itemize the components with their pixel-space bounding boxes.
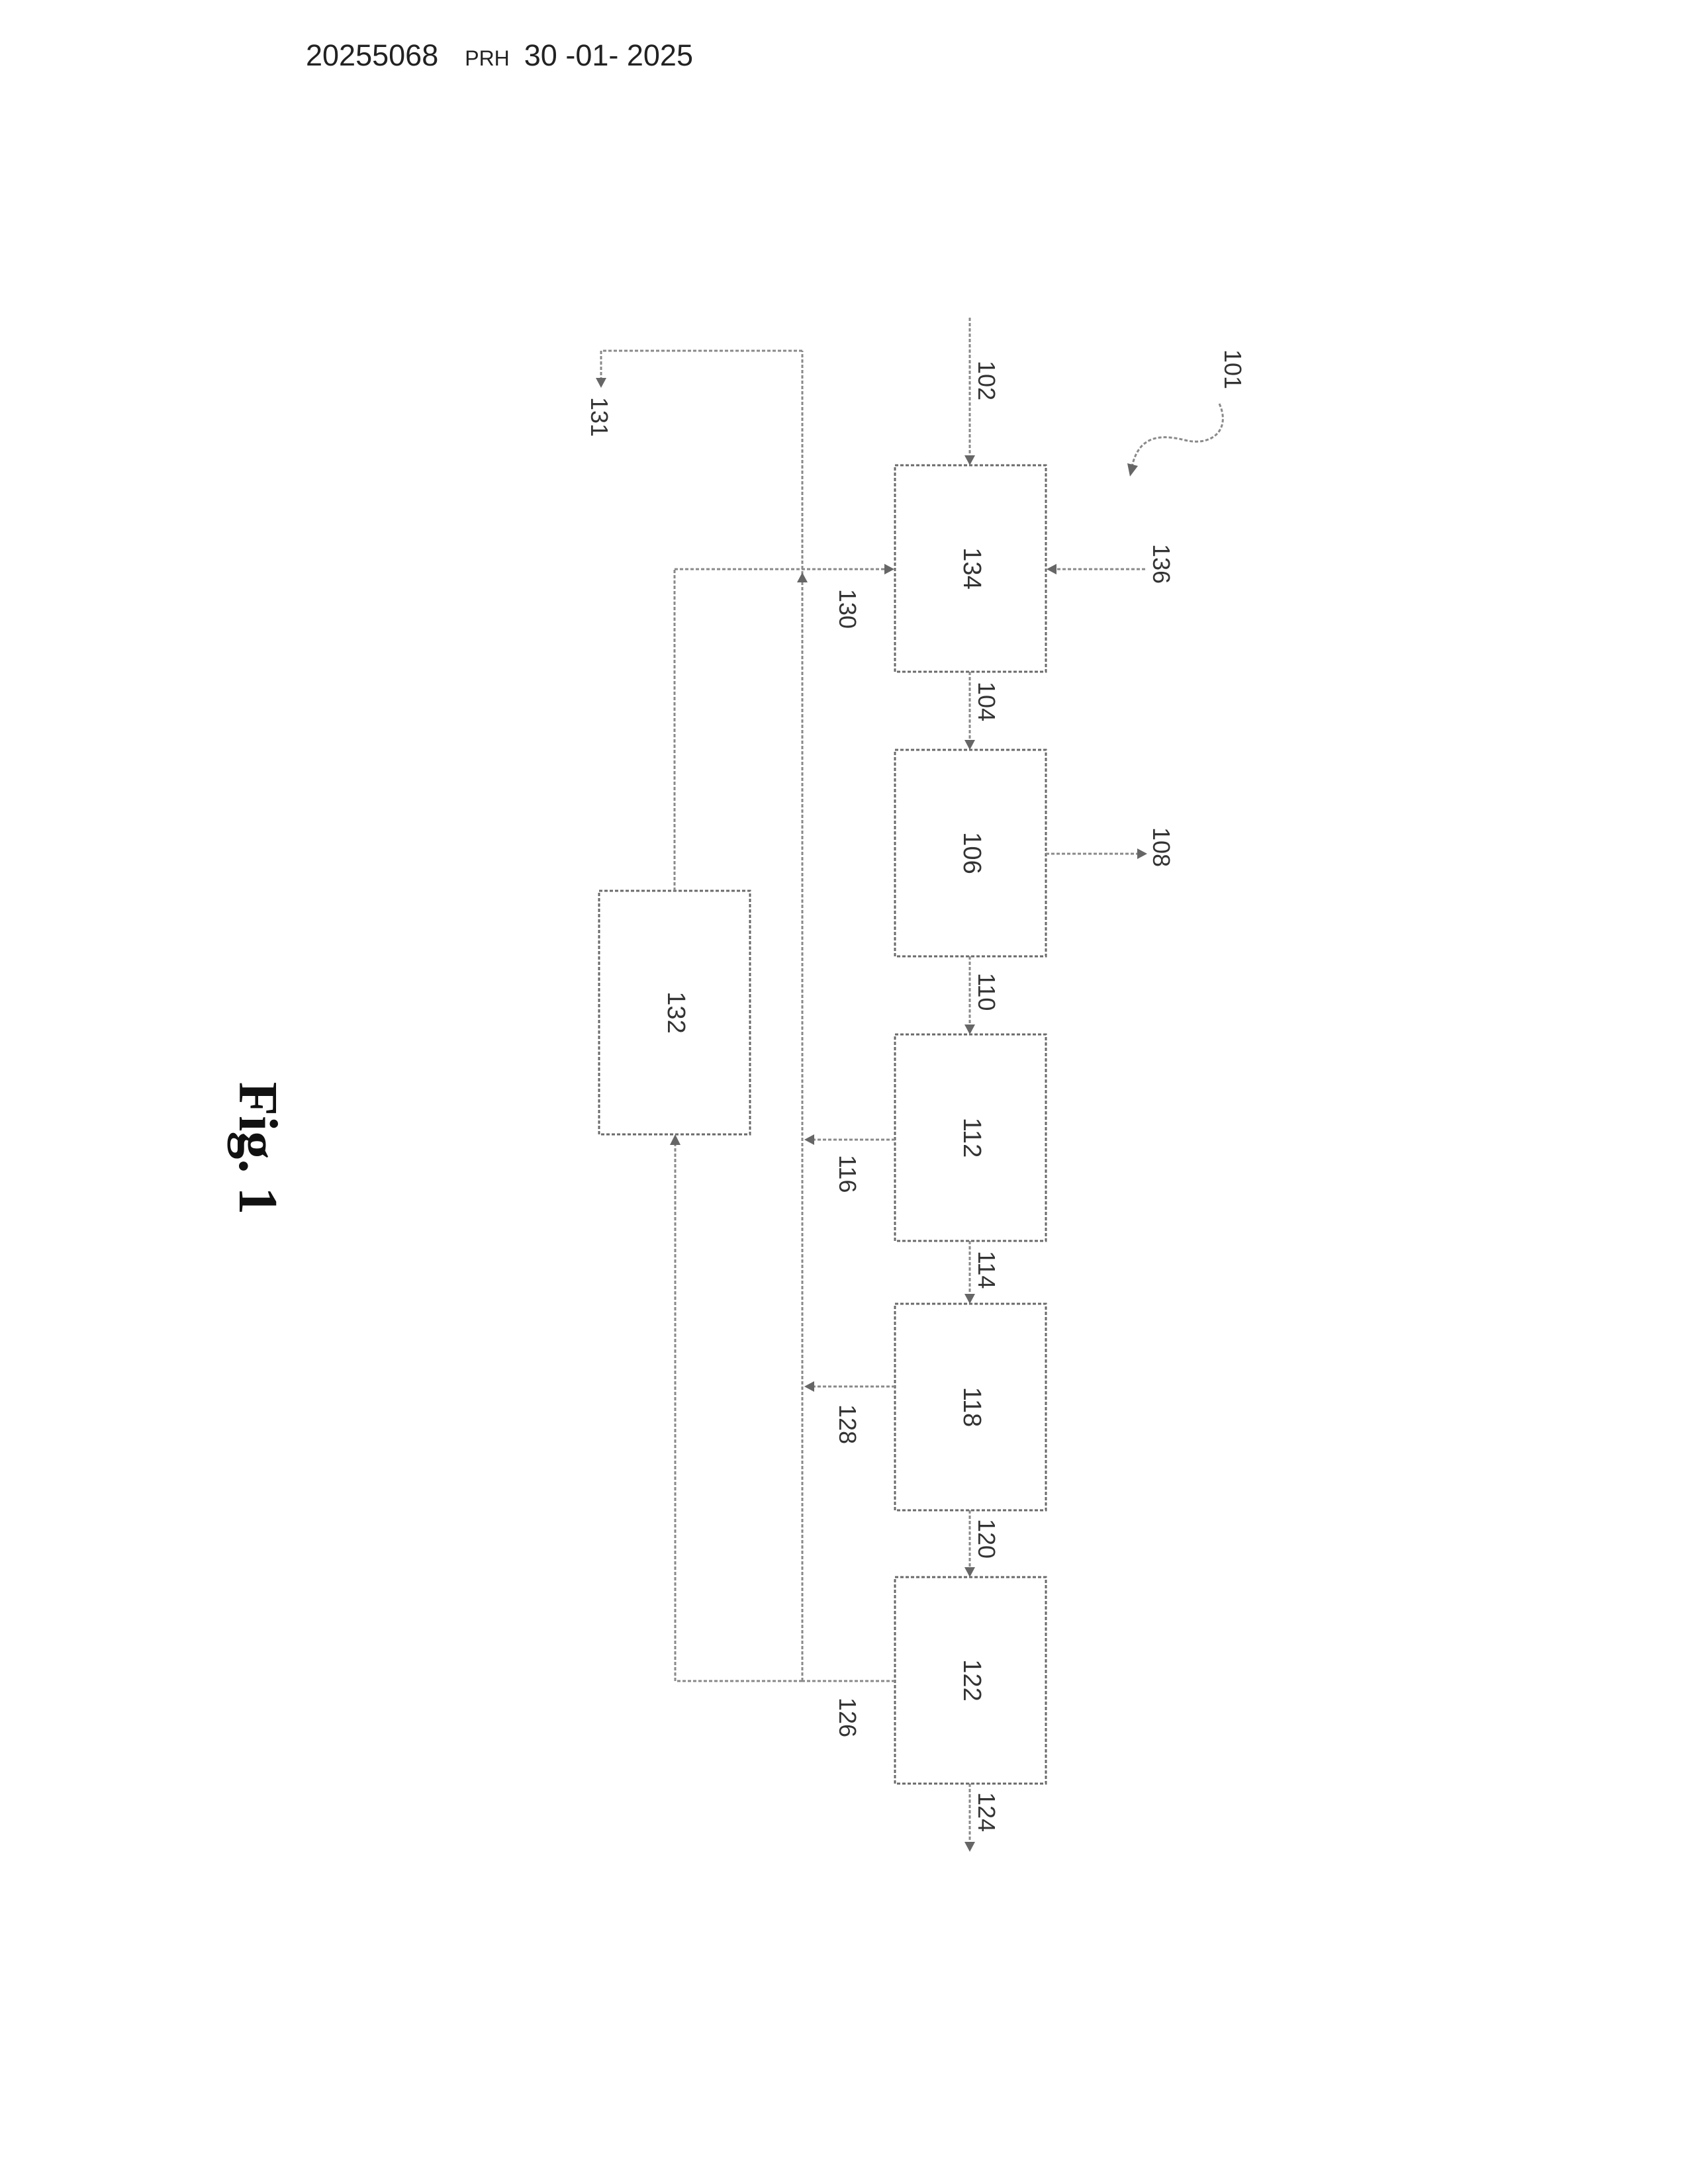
label-130: 130 xyxy=(834,589,861,629)
label-110: 110 xyxy=(973,973,1000,1011)
label-101: 101 xyxy=(1219,349,1246,389)
block-134: 134 xyxy=(895,465,1046,672)
label-124: 124 xyxy=(973,1792,1000,1832)
label-136: 136 xyxy=(1148,544,1175,584)
label-126: 126 xyxy=(834,1698,861,1737)
block-112-label: 112 xyxy=(958,1118,986,1158)
label-116: 116 xyxy=(834,1155,861,1193)
stream-108 xyxy=(1046,848,1147,859)
block-106: 106 xyxy=(895,750,1046,956)
label-102: 102 xyxy=(973,361,1000,400)
label-131: 131 xyxy=(586,397,613,437)
stream-136 xyxy=(1047,564,1145,574)
system-ref-101: 101 xyxy=(1127,349,1246,477)
block-112: 112 xyxy=(895,1034,1046,1241)
block-118: 118 xyxy=(895,1304,1046,1510)
label-128: 128 xyxy=(834,1404,861,1444)
block-118-label: 118 xyxy=(958,1387,986,1428)
label-108: 108 xyxy=(1148,827,1175,867)
figure-caption: Fig. 1 xyxy=(227,1082,289,1215)
label-104: 104 xyxy=(973,682,1000,721)
block-132-label: 132 xyxy=(662,991,690,1033)
block-122-label: 122 xyxy=(958,1659,986,1701)
stream-116 xyxy=(804,1134,895,1145)
label-120: 120 xyxy=(973,1519,1000,1559)
label-114: 114 xyxy=(973,1251,1000,1289)
block-122: 122 xyxy=(895,1577,1046,1784)
stream-128 xyxy=(804,1381,895,1392)
block-134-label: 134 xyxy=(958,547,986,589)
block-106-label: 106 xyxy=(958,832,986,874)
block-132: 132 xyxy=(599,891,750,1134)
